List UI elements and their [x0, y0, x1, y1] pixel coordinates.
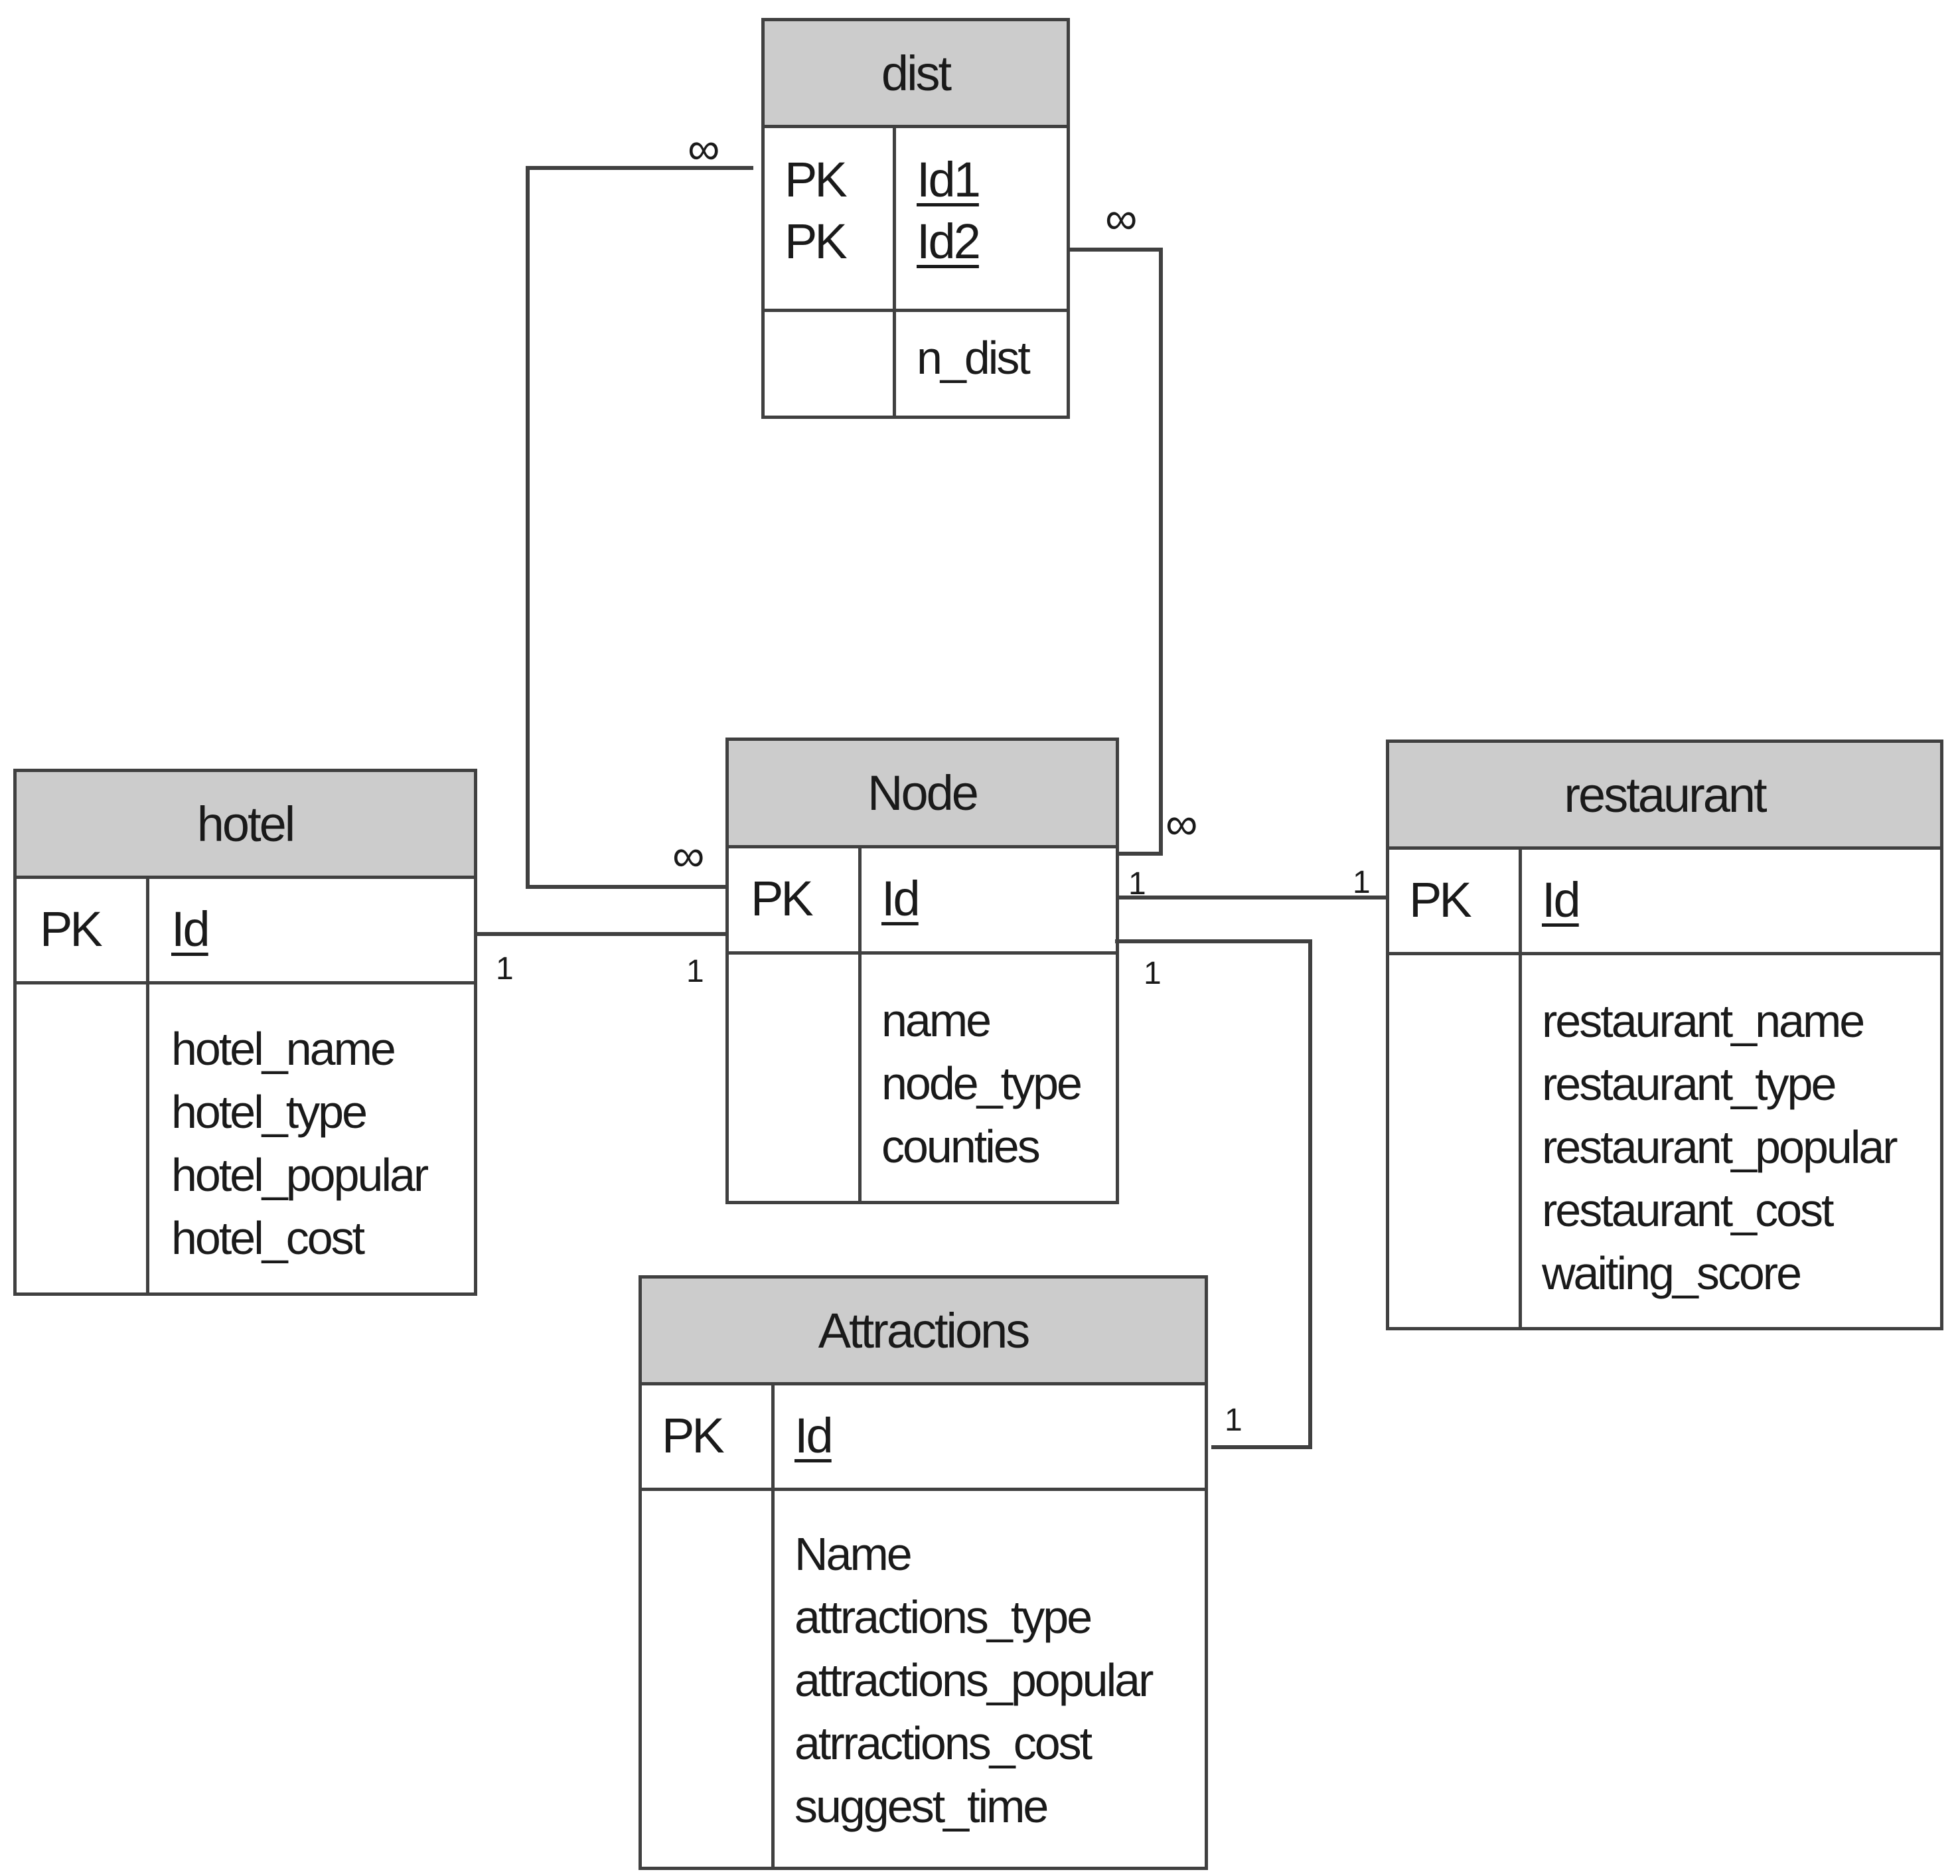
key-label: PK — [751, 871, 814, 926]
connector-dist-node-left — [526, 166, 753, 170]
attribute-list: Name attractions_type attractions_popula… — [794, 1523, 1154, 1838]
entity-hotel: hotel PK Id hotel_name hotel_type hotel_… — [13, 769, 477, 1296]
attribute: name — [881, 994, 992, 1046]
pk-field: Id — [1542, 872, 1581, 927]
connector-node-attractions — [1308, 939, 1312, 1449]
attribute: attractions_popular — [794, 1654, 1154, 1706]
attribute-row: hotel_name hotel_type hotel_popular hote… — [17, 984, 474, 1292]
attribute: n_dist — [917, 332, 1031, 384]
attribute: hotel_type — [171, 1086, 368, 1138]
attribute: hotel_name — [171, 1023, 396, 1075]
attribute-row: restaurant_name restaurant_type restaura… — [1389, 955, 1940, 1327]
attribute: hotel_cost — [171, 1212, 365, 1264]
cardinality-label: ∞ — [688, 123, 720, 174]
connector-dist-node-right — [1070, 248, 1163, 252]
cardinality-label: 1 — [1144, 956, 1162, 991]
attribute: Name — [794, 1528, 913, 1580]
primary-key-row: PK PK Id1 Id2 — [765, 128, 1067, 312]
entity-title: restaurant — [1389, 743, 1940, 850]
key-label: PK — [662, 1408, 725, 1463]
connector-dist-node-right — [1159, 248, 1163, 856]
connector-dist-node-left — [526, 166, 530, 889]
key-label: PK — [40, 901, 103, 957]
attribute: suggest_time — [794, 1780, 1049, 1832]
entity-dist: dist PK PK Id1 Id2 n_dist — [761, 18, 1070, 419]
attribute: atrractions_cost — [794, 1717, 1093, 1769]
attribute-row: n_dist — [765, 312, 1067, 416]
pk-field: Id — [171, 901, 210, 957]
primary-key-row: PK Id — [17, 879, 474, 984]
attribute-list: n_dist — [917, 327, 1031, 390]
connector-hotel-node — [477, 932, 725, 936]
primary-key-row: PK Id — [1389, 850, 1940, 955]
entity-title: hotel — [17, 772, 474, 879]
cardinality-label: 1 — [1353, 865, 1371, 900]
entity-node: Node PK Id name node_type counties — [725, 738, 1119, 1204]
entity-title: dist — [765, 21, 1067, 128]
attribute: restaurant_popular — [1542, 1121, 1898, 1173]
cardinality-label: 1 — [686, 954, 704, 989]
pk-field: Id — [794, 1408, 834, 1463]
attribute: restaurant_type — [1542, 1058, 1837, 1110]
entity-restaurant: restaurant PK Id restaurant_name restaur… — [1386, 740, 1943, 1330]
cardinality-label: 1 — [496, 951, 514, 986]
connector-dist-node-left — [526, 885, 725, 889]
attribute: hotel_popular — [171, 1149, 429, 1201]
pk-field: Id — [881, 871, 921, 926]
entity-title: Node — [729, 741, 1116, 848]
connector-node-restaurant — [1119, 896, 1389, 899]
primary-key-row: PK Id — [729, 848, 1116, 955]
attribute-row: name node_type counties — [729, 955, 1116, 1201]
attribute-list: name node_type counties — [881, 989, 1083, 1178]
primary-key-row: PK Id — [642, 1385, 1205, 1491]
key-label: PK — [785, 214, 848, 269]
cardinality-label: ∞ — [1105, 193, 1138, 244]
attribute: waiting_score — [1542, 1247, 1802, 1299]
attribute-list: hotel_name hotel_type hotel_popular hote… — [171, 1018, 429, 1270]
connector-node-attractions — [1211, 1445, 1312, 1449]
connector-dist-node-right — [1119, 852, 1163, 856]
entity-attractions: Attractions PK Id Name attractions_type … — [639, 1275, 1208, 1870]
connector-node-attractions — [1115, 939, 1312, 943]
cardinality-label: 1 — [1128, 866, 1146, 901]
pk-field: Id2 — [917, 214, 981, 269]
attribute-list: restaurant_name restaurant_type restaura… — [1542, 990, 1898, 1305]
attribute: restaurant_cost — [1542, 1184, 1834, 1236]
cardinality-label: ∞ — [1166, 799, 1198, 849]
key-label: PK — [1409, 872, 1472, 927]
cardinality-label: 1 — [1225, 1403, 1243, 1438]
attribute: counties — [881, 1121, 1041, 1172]
attribute: restaurant_name — [1542, 995, 1865, 1047]
pk-field: Id1 — [917, 152, 981, 207]
cardinality-label: ∞ — [672, 830, 705, 881]
entity-title: Attractions — [642, 1279, 1205, 1385]
attribute: node_type — [881, 1057, 1083, 1109]
attribute: attractions_type — [794, 1591, 1093, 1643]
key-label: PK — [785, 152, 848, 207]
attribute-row: Name attractions_type attractions_popula… — [642, 1491, 1205, 1867]
